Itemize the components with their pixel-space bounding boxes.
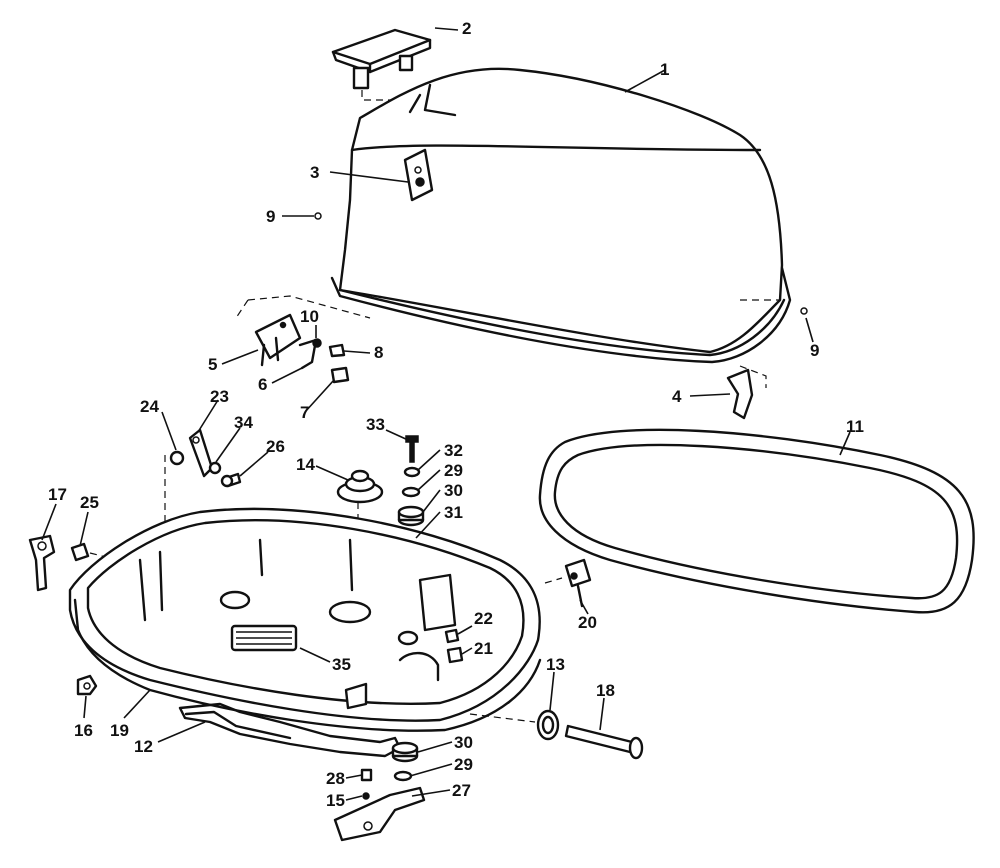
callout-18: 18 (596, 681, 615, 700)
part-24-washer (169, 450, 185, 466)
callout-17: 17 (48, 485, 67, 504)
callout-29-lower: 29 (454, 755, 473, 774)
part-32-washer (403, 466, 421, 478)
callout-27: 27 (452, 781, 471, 800)
part-10-washer (312, 338, 322, 348)
part-25-bushing (70, 542, 90, 562)
part-5-latch-bracket (254, 313, 302, 367)
callout-23: 23 (210, 387, 229, 406)
callout-9-right: 9 (810, 341, 819, 360)
part-9-screw-right (800, 307, 808, 315)
callout-10: 10 (300, 307, 319, 326)
part-26-screw (220, 472, 242, 488)
callout-6: 6 (258, 375, 267, 394)
callout-labels: 2 1 3 9 9 10 5 8 6 7 4 11 23 24 34 26 14… (48, 19, 864, 810)
callout-16: 16 (74, 721, 93, 740)
callout-4: 4 (672, 387, 682, 406)
part-21-screw (446, 646, 464, 664)
callout-2: 2 (462, 19, 471, 38)
callout-30-upper: 30 (444, 481, 463, 500)
callout-7: 7 (300, 403, 309, 422)
callout-32: 32 (444, 441, 463, 460)
callout-33: 33 (366, 415, 385, 434)
part-29-washer-upper (401, 486, 421, 498)
leader-lines (41, 27, 851, 801)
part-29-washer-lower (393, 770, 413, 782)
part-13-grommet (536, 709, 560, 741)
callout-29-upper: 29 (444, 461, 463, 480)
part-17-lever (28, 534, 56, 592)
part-15-washer (362, 792, 370, 800)
callout-5: 5 (208, 355, 217, 374)
callout-31: 31 (444, 503, 463, 522)
part-14-grommet (336, 469, 384, 504)
callout-26: 26 (266, 437, 285, 456)
part-30-mount-upper (397, 505, 425, 527)
part-34-washer (208, 461, 222, 475)
part-18-pin (564, 724, 644, 760)
part-28-screw (360, 768, 373, 782)
callout-21: 21 (474, 639, 493, 658)
part-4-latch (726, 368, 754, 420)
callout-11: 11 (846, 417, 864, 436)
callout-8: 8 (374, 343, 383, 362)
callout-14: 14 (296, 455, 315, 474)
part-27-bracket (333, 786, 426, 842)
part-16-nut (76, 674, 98, 696)
part-11-gasket-ring (538, 428, 975, 614)
part-22-nut (444, 628, 460, 644)
callout-13: 13 (546, 655, 565, 674)
callout-30-lower: 30 (454, 733, 473, 752)
callout-35: 35 (332, 655, 351, 674)
part-8-screw (328, 343, 346, 358)
part-30-mount-lower (391, 741, 419, 763)
callout-22: 22 (474, 609, 493, 628)
callout-19: 19 (110, 721, 129, 740)
part-19-lower-pan (68, 507, 542, 732)
part-1-motor-cover (330, 67, 792, 364)
part-23-link (188, 428, 214, 478)
callout-24: 24 (140, 397, 159, 416)
callout-15: 15 (326, 791, 345, 810)
callout-3: 3 (310, 163, 319, 182)
part-7-pin (330, 366, 350, 384)
callout-9-left: 9 (266, 207, 275, 226)
part-6-clip (298, 338, 318, 370)
part-9-screw-left (314, 212, 322, 220)
callout-1: 1 (660, 60, 669, 79)
part-20-latch (564, 558, 592, 608)
callout-25: 25 (80, 493, 99, 512)
callout-28: 28 (326, 769, 345, 788)
callout-34: 34 (234, 413, 253, 432)
part-2-cover-plate (331, 28, 432, 90)
callout-20: 20 (578, 613, 597, 632)
callout-12: 12 (134, 737, 153, 756)
